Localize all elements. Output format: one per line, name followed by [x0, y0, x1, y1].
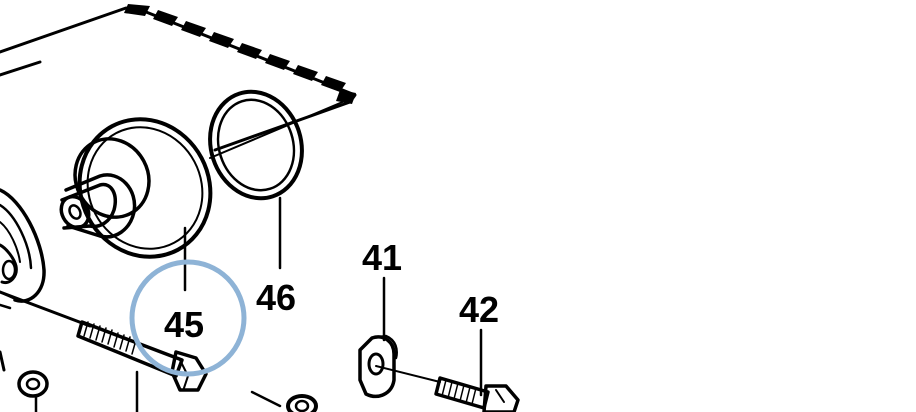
label-42: 42	[459, 289, 499, 330]
left-disc-assembly	[0, 188, 46, 310]
small-nut	[0, 350, 49, 398]
label-45: 45	[164, 304, 204, 345]
washer	[250, 390, 318, 412]
dashed-break-edge	[124, 4, 356, 104]
label-46: 46	[256, 277, 296, 318]
housing-outline	[0, 4, 357, 152]
highlight-circle	[129, 259, 247, 377]
clip-part-41	[358, 334, 398, 399]
o-ring-part-46	[208, 89, 304, 201]
label-41: 41	[362, 237, 402, 278]
screw-part-42	[375, 365, 520, 412]
bushing-part-45	[59, 117, 213, 259]
